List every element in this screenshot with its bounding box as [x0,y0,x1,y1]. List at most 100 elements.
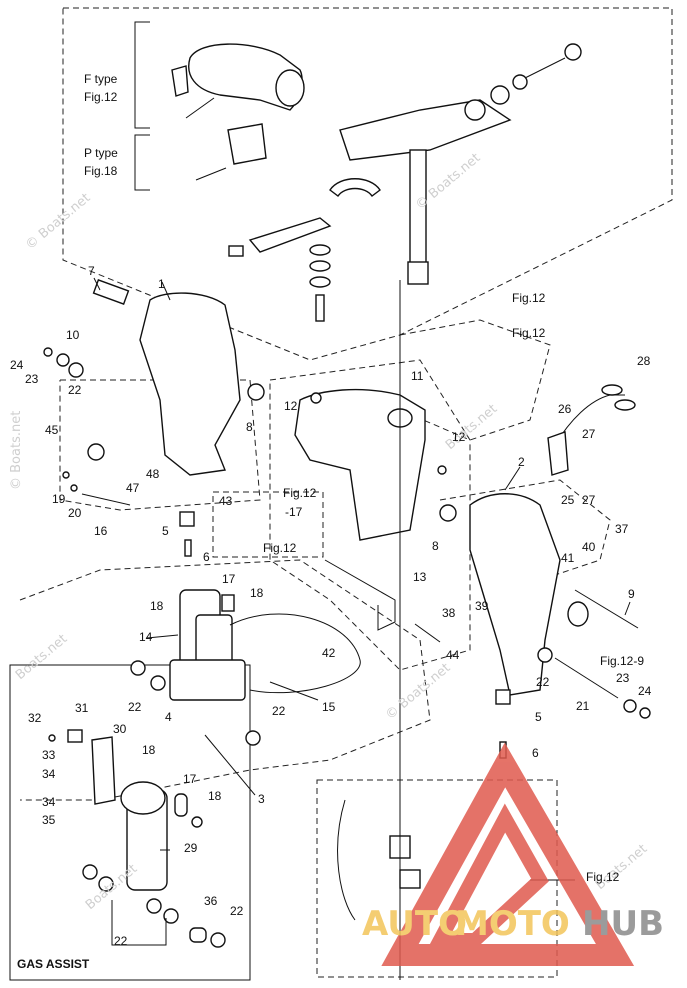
fig12-right-outline [399,319,551,441]
washer-20 [70,484,78,492]
callout-22e: 22 [114,934,128,948]
callout-14: 14 [139,630,153,644]
f-type-bracket [134,21,150,129]
bolt-stack [315,294,325,322]
callout-5a: 5 [162,524,169,538]
clamp-bracket-right [469,493,561,696]
label-fig12-c: Fig.12 [283,486,317,500]
callout-32: 32 [28,711,42,725]
callout-42: 42 [322,646,336,660]
callout-13: 13 [413,570,427,584]
p-type-bracket [134,134,150,191]
watermark-vertical: © Boats.net [9,411,24,490]
rod-end-fitting [464,99,486,121]
callout-17b: 17 [183,772,197,786]
callout-10: 10 [66,328,80,342]
callout-43: 43 [219,494,233,508]
bracket-group-outline [59,379,261,511]
logo-text-hub: HUB [582,904,664,944]
bolt-p-type [195,167,227,181]
steering-arm-sleeve [275,69,305,107]
gas-assist-box [9,664,251,981]
bushing-18-gas [191,816,203,828]
knob-47 [87,443,105,461]
bushing-8-left [247,383,265,401]
callout-18b: 18 [250,586,264,600]
callout-7: 7 [88,264,95,278]
top-rod [524,57,566,79]
callout-27b: 27 [582,493,596,507]
callout-39: 39 [475,599,489,613]
bushing-8-right [439,504,457,522]
rod-bushing [490,85,510,105]
callout-3: 3 [258,792,265,806]
watermark-d: © Boats.net [383,661,453,723]
callout-41: 41 [561,551,575,565]
bushing-22-c [245,730,261,746]
washer-b [309,260,331,272]
callout-45: 45 [45,423,59,437]
gas-assist-head [120,781,166,815]
bushing-22 [68,362,84,378]
automotohub-logo: AUTO MOTO HUB [362,742,664,966]
leader-2 [504,466,521,491]
callout-18a: 18 [150,599,164,613]
hose-3 [204,734,256,796]
plate-nut [228,245,244,257]
callout-22d: 22 [536,675,550,689]
bottom-lead [337,799,356,921]
pin-17 [221,594,235,612]
plate-31 [67,729,83,743]
leader-14 [146,634,179,639]
sender-bracket-25 [547,431,569,476]
spacer-5-right [495,689,511,705]
leader-9 [624,601,631,616]
callout-6a: 6 [203,550,210,564]
label-p-fig: Fig.18 [84,164,118,178]
clamp-right-outline [439,479,611,581]
label-fig12-minus17: -17 [285,505,303,519]
callout-2: 2 [518,455,525,469]
callout-18d: 18 [208,789,222,803]
watermark-g: Boats.net [593,842,650,893]
label-fig12-b: Fig.12 [512,326,546,340]
bolt-12-left [310,392,322,404]
c-clip [329,178,381,197]
bushing-22-gas-b [98,876,114,892]
fig12-43-outline [212,491,324,558]
label-f-type: F type [84,72,118,86]
callout-37: 37 [615,522,629,536]
callout-17a: 17 [222,572,236,586]
mount-washer [399,869,421,889]
bushing-22-gas-a [82,864,98,880]
callout-1: 1 [158,277,165,291]
callout-5b: 5 [535,710,542,724]
label-fig12-a: Fig.12 [512,291,546,305]
label-fig12-9: Fig.12-9 [600,654,644,668]
callout-6b: 6 [532,746,539,760]
callout-36: 36 [204,894,218,908]
callout-29: 29 [184,841,198,855]
callout-38: 38 [442,606,456,620]
callout-22c: 22 [272,704,286,718]
callout-31: 31 [75,701,89,715]
bushing-bracket-22 [111,900,167,946]
callout-18c: 18 [142,743,156,757]
callout-16: 16 [94,524,108,538]
shaft-bushing [407,261,429,285]
tilt-tube-9 [574,589,639,629]
pin-36 [189,927,207,943]
callout-4: 4 [165,710,172,724]
callout-26: 26 [558,402,572,416]
label-fig12-d: Fig.12 [263,541,297,555]
callout-30: 30 [113,722,127,736]
bolt-f-type [185,97,215,119]
bushing-22-gas-d [163,908,179,924]
center-group-outline [269,359,471,671]
tilt-pin-21 [554,657,619,699]
tilt-lock-pin [414,623,441,643]
callout-27a: 27 [582,427,596,441]
bushing-22-gas-c [146,898,162,914]
callout-9: 9 [628,587,635,601]
